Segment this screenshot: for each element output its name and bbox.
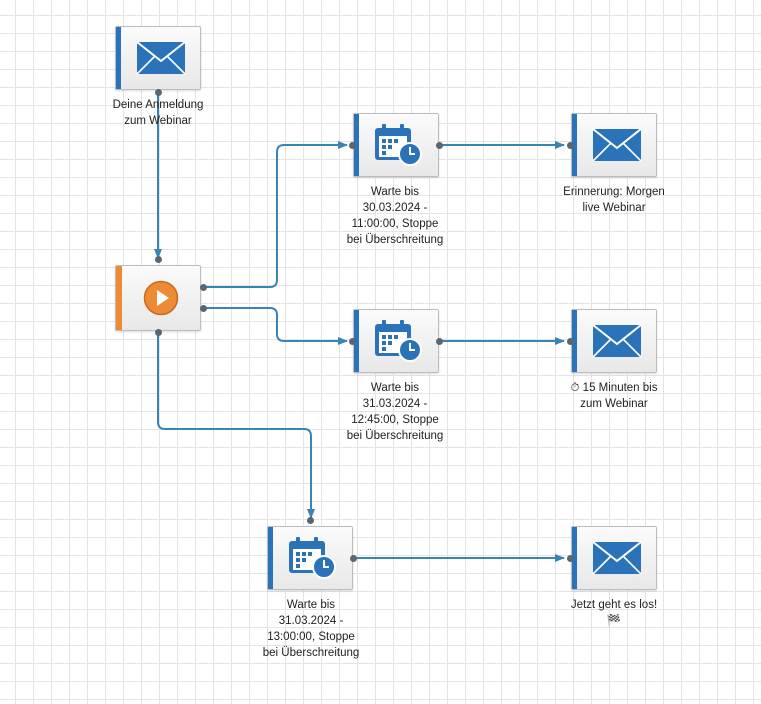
node-accent-bar — [116, 266, 122, 330]
input-port[interactable] — [349, 338, 356, 345]
calendar-clock-icon — [359, 114, 438, 176]
output-port[interactable] — [155, 329, 162, 336]
node-accent-bar — [572, 527, 577, 589]
wait-node-2[interactable] — [353, 309, 439, 373]
input-port[interactable] — [567, 555, 574, 562]
output-port[interactable] — [200, 284, 207, 291]
input-port[interactable] — [155, 256, 162, 263]
email-node-jetzt-los[interactable] — [571, 526, 657, 590]
calendar-clock-icon — [273, 527, 352, 589]
wire-start-to-wait-1 — [204, 141, 348, 288]
input-port[interactable] — [567, 338, 574, 345]
node-label-15-minuten: ⏱ 15 Minuten bis zum Webinar — [570, 382, 658, 410]
node-accent-bar — [116, 27, 121, 89]
output-port[interactable] — [436, 338, 443, 345]
envelope-icon — [121, 27, 200, 89]
node-label-wait-3: Warte bis 31.03.2024 - 13:00:00, Stoppe … — [262, 599, 360, 659]
node-accent-bar — [572, 310, 577, 372]
start-node[interactable] — [115, 265, 201, 331]
email-node-15-minuten[interactable] — [571, 309, 657, 373]
node-label-wait-2: Warte bis 31.03.2024 - 12:45:00, Stoppe … — [346, 382, 444, 442]
email-node-erinnerung[interactable] — [571, 113, 657, 177]
input-port[interactable] — [567, 142, 574, 149]
node-label-jetzt-los: Jetzt geht es los! 🏁 — [544, 597, 684, 629]
email-node-anmeldung[interactable] — [115, 26, 201, 90]
output-port[interactable] — [350, 555, 357, 562]
output-port[interactable] — [436, 142, 443, 149]
envelope-icon — [577, 310, 656, 372]
wire-start-to-wait-2 — [204, 307, 348, 345]
node-accent-bar — [354, 114, 359, 176]
node-label-erinnerung: Erinnerung: Morgen live Webinar — [563, 186, 665, 214]
input-port[interactable] — [349, 142, 356, 149]
node-accent-bar — [268, 527, 273, 589]
node-accent-bar — [354, 310, 359, 372]
wire-start-to-wait-3 — [157, 333, 315, 519]
wait-node-1[interactable] — [353, 113, 439, 177]
wait-node-3[interactable] — [267, 526, 353, 590]
envelope-icon — [577, 114, 656, 176]
calendar-clock-icon — [359, 310, 438, 372]
input-port[interactable] — [307, 517, 314, 524]
checkered-flag-icon: 🏁 — [606, 615, 622, 627]
output-port[interactable] — [200, 305, 207, 312]
envelope-icon — [577, 527, 656, 589]
node-accent-bar — [572, 114, 577, 176]
node-label-wait-1: Warte bis 30.03.2024 - 11:00:00, Stoppe … — [346, 186, 444, 246]
play-icon — [121, 266, 200, 330]
output-port[interactable] — [155, 89, 162, 96]
node-label-anmeldung: Deine Anmeldung zum Webinar — [112, 99, 204, 127]
